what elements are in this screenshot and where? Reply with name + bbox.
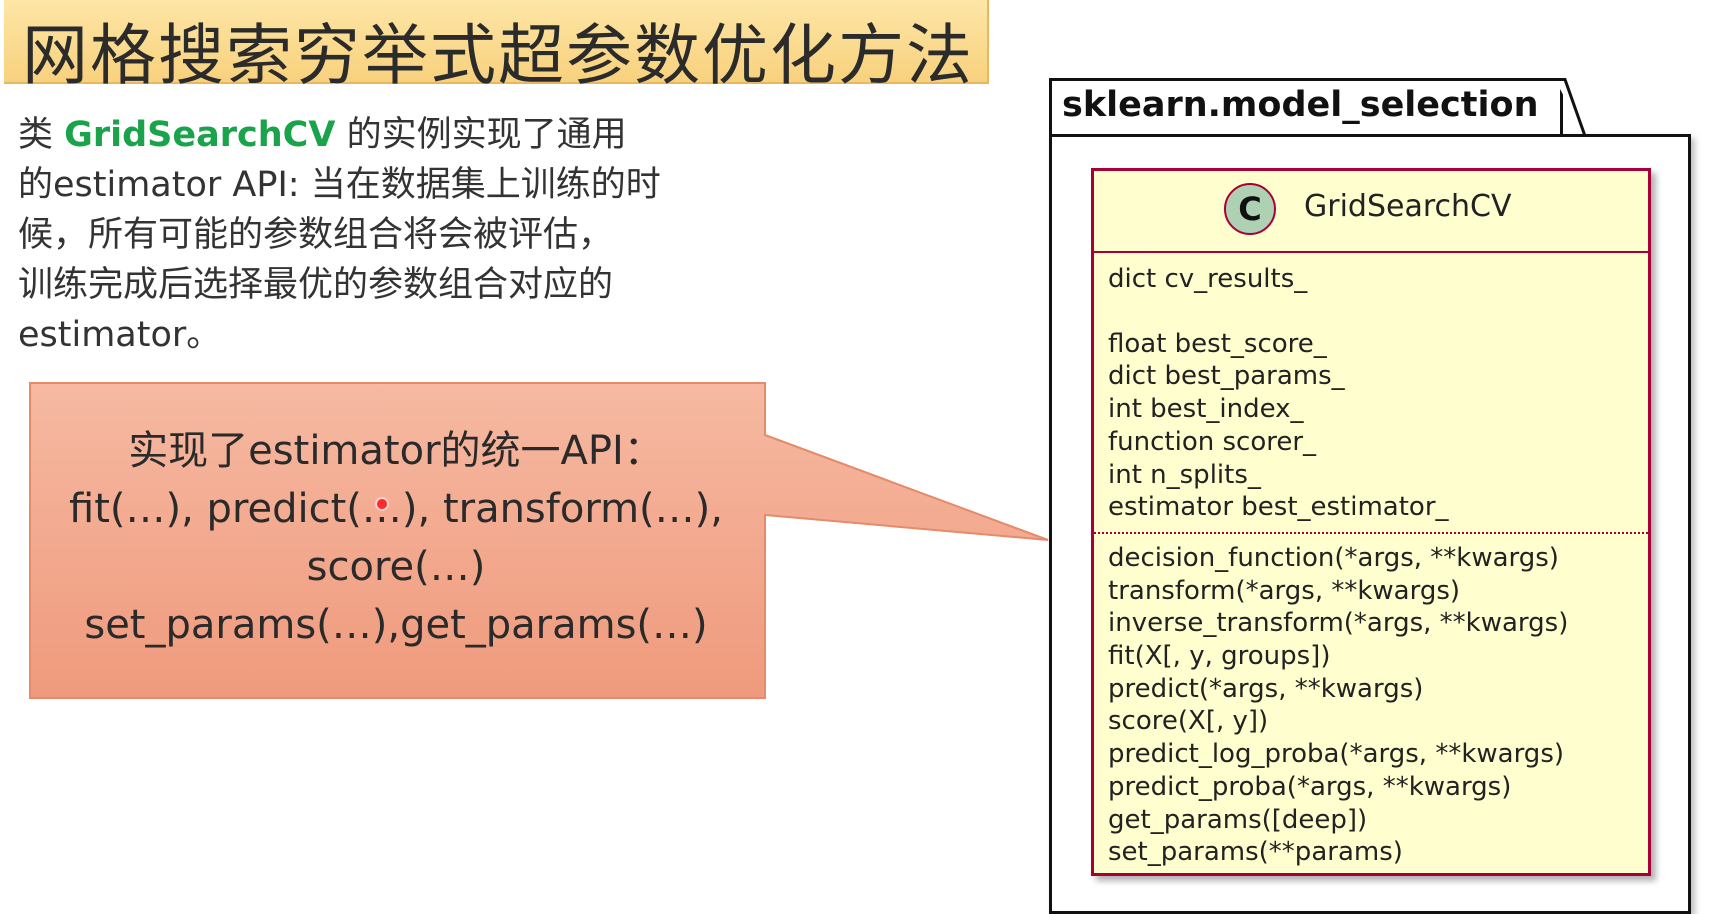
uml-field: estimator best_estimator_	[1108, 492, 1449, 523]
callout-line-3: score(…)	[306, 544, 486, 590]
package-tab: sklearn.model_selection	[1049, 78, 1563, 134]
uml-method: inverse_transform(*args, **kwargs)	[1108, 608, 1569, 639]
callout-text: 实现了estimator的统一API： fit(…), predict(…), …	[30, 422, 762, 654]
intro-line-2: 的estimator API: 当在数据集上训练的时	[18, 165, 661, 205]
uml-method: predict_log_proba(*args, **kwargs)	[1108, 739, 1565, 770]
uml-fields-section: dict cv_results_ float best_score_ dict …	[1094, 253, 1648, 534]
uml-methods-section: decision_function(*args, **kwargs) trans…	[1094, 534, 1648, 869]
uml-field: dict best_params_	[1108, 361, 1345, 392]
uml-method: predict_proba(*args, **kwargs)	[1108, 771, 1512, 802]
intro-line-4: 训练完成后选择最优的参数组合对应的	[18, 265, 614, 305]
uml-field: function scorer_	[1108, 426, 1317, 457]
uml-method: set_params(**params)	[1108, 837, 1403, 868]
intro-paragraph: 类 GridSearchCV 的实例实现了通用 的estimator API: …	[18, 110, 718, 360]
intro-line-5: estimator。	[18, 315, 222, 355]
page-title: 网格搜索穷举式超参数优化方法	[22, 17, 974, 94]
uml-class-box: C GridSearchCV dict cv_results_ float be…	[1091, 168, 1651, 876]
intro-line-1: 类 GridSearchCV 的实例实现了通用	[18, 110, 718, 160]
class-stereotype-icon: C	[1224, 183, 1276, 235]
uml-class-name: GridSearchCV	[1304, 189, 1512, 224]
intro-class-name: GridSearchCV	[64, 115, 336, 155]
uml-class-header: C GridSearchCV	[1094, 171, 1648, 253]
intro-line-3: 候，所有可能的参数组合将会被评估，	[18, 215, 614, 255]
uml-method: fit(X[, y, groups])	[1108, 641, 1331, 672]
uml-field: int n_splits_	[1108, 459, 1261, 490]
callout-line-1: 实现了estimator的统一API：	[128, 428, 664, 474]
uml-method: get_params([deep])	[1108, 804, 1368, 835]
intro-line-1-rest: 的实例实现了通用	[335, 115, 627, 155]
callout-line-4: set_params(…),get_params(…)	[84, 602, 708, 648]
callout-line-2: fit(…), predict(…), transform(…),	[69, 486, 723, 532]
title-bar: 网格搜索穷举式超参数优化方法	[4, 0, 989, 94]
uml-method: score(X[, y])	[1108, 706, 1269, 737]
uml-method: predict(*args, **kwargs)	[1108, 673, 1424, 704]
uml-method: transform(*args, **kwargs)	[1108, 575, 1461, 606]
uml-field: float best_score_	[1108, 328, 1327, 359]
uml-field: dict cv_results_	[1108, 264, 1308, 294]
intro-prefix: 类	[18, 115, 65, 155]
uml-method: decision_function(*args, **kwargs)	[1108, 542, 1559, 573]
callout-shape	[29, 382, 1049, 699]
mouse-pointer-dot	[375, 497, 389, 511]
package-tab-notch	[1555, 78, 1587, 136]
package-name: sklearn.model_selection	[1062, 85, 1539, 125]
uml-field-gap	[1108, 296, 1648, 328]
uml-field: int best_index_	[1108, 394, 1304, 425]
